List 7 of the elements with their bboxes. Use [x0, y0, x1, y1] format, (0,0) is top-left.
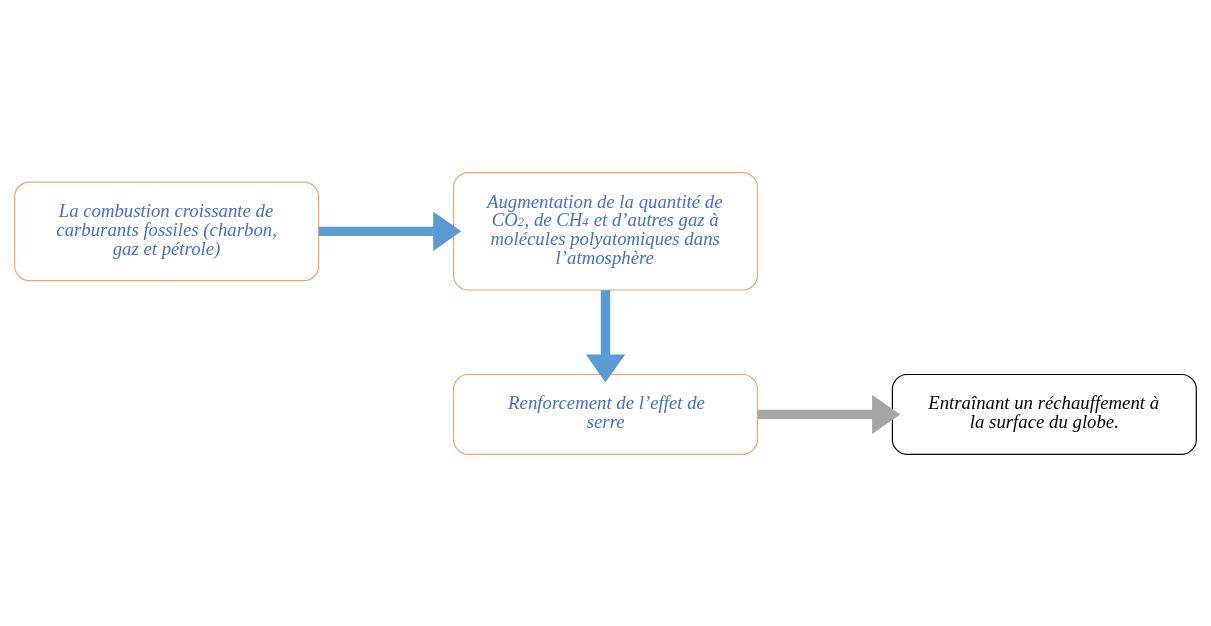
arrow [585, 289, 626, 383]
arrow [757, 394, 901, 434]
node-box: Augmentation de la quantité de CO2, de CH4 et d’autres gaz à molécules polyatomiques dans l’atmosphère [452, 171, 759, 291]
node-box: Renforcement de l’effet de serre [452, 373, 759, 455]
node-box: Entraînant un réchauffement à la surface du globe. [891, 373, 1197, 455]
node-box: La combustion croissante de carburants fossiles (charbon, gaz et pétrole) [14, 181, 320, 281]
arrow [318, 211, 462, 251]
